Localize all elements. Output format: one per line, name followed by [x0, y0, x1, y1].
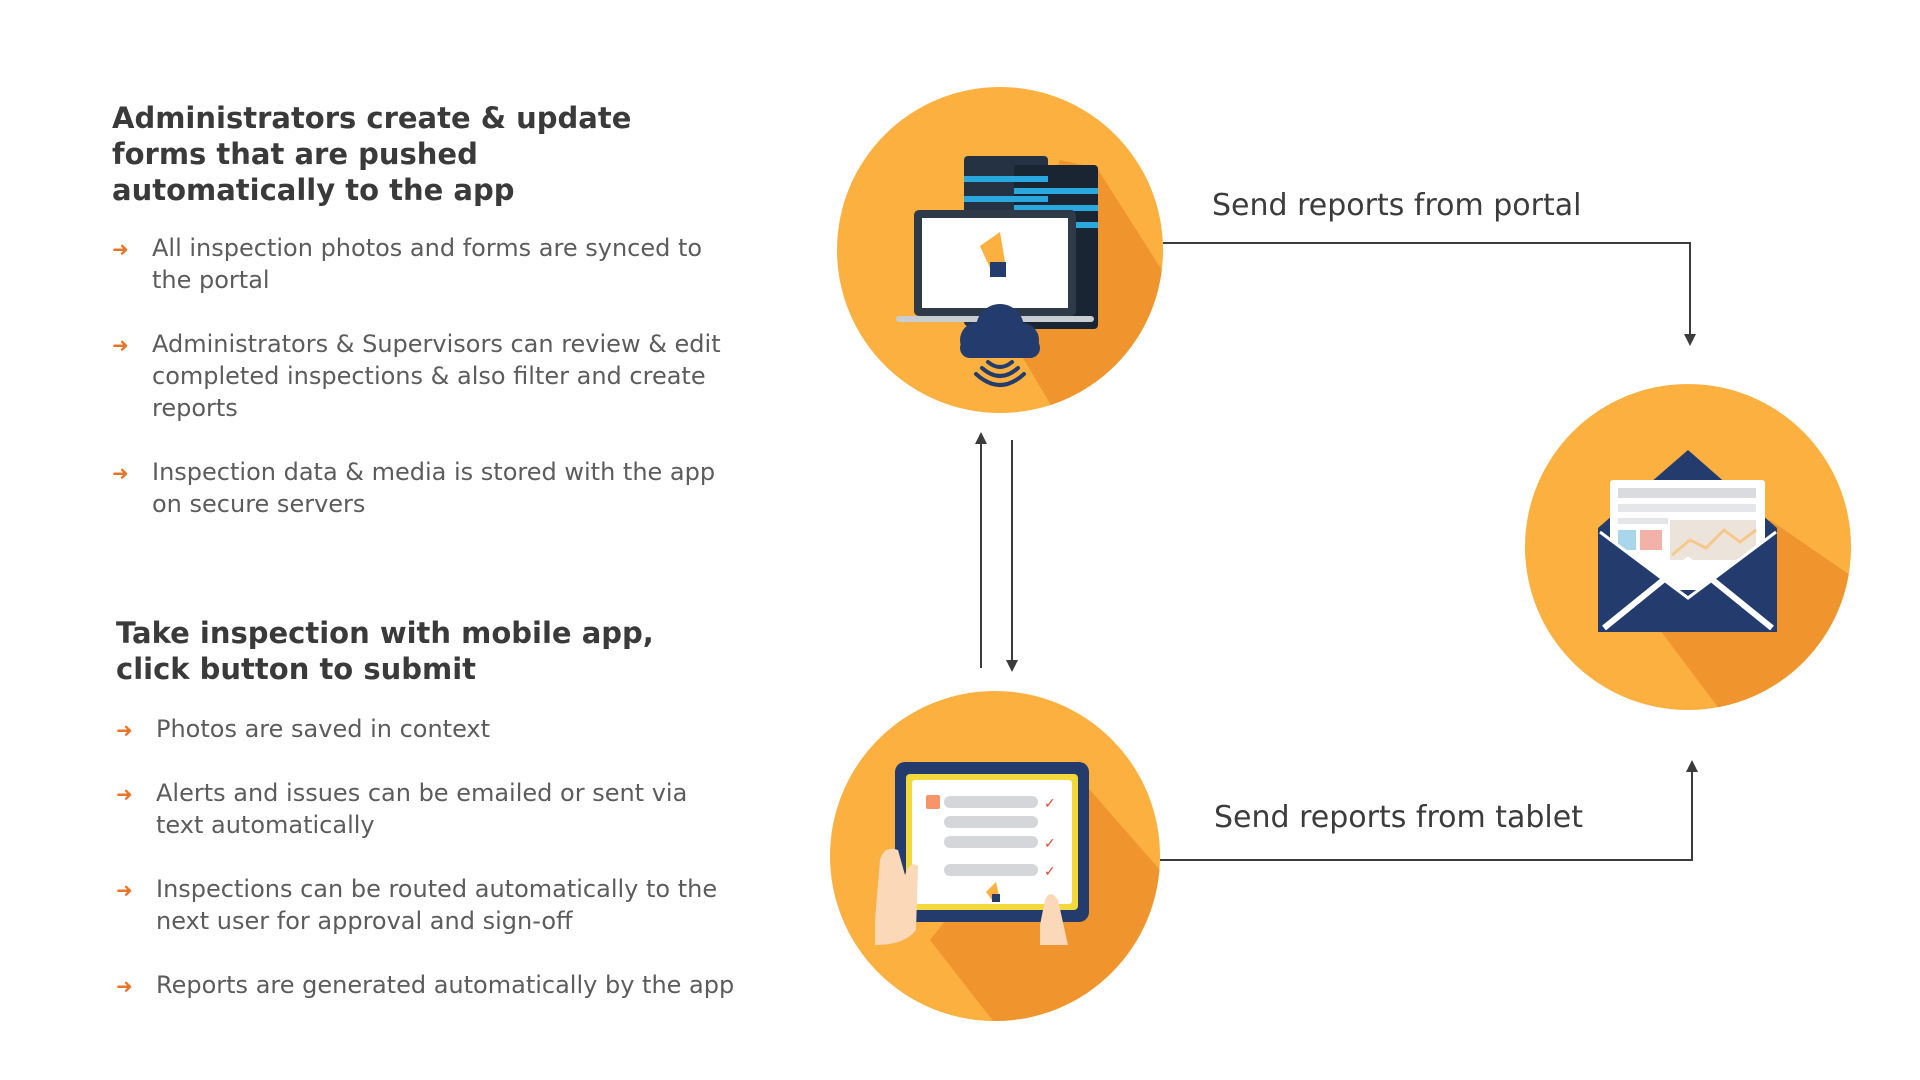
list-item: ➜ Photos are saved in context	[116, 713, 736, 745]
arrow-right-icon: ➜	[116, 718, 133, 742]
bullet-text: Inspection data & media is stored with t…	[152, 458, 716, 518]
list-item: ➜ All inspection photos and forms are sy…	[112, 232, 732, 296]
mobile-section: Take inspection with mobile app, click b…	[116, 615, 736, 1033]
mobile-title-line2: click button to submit	[116, 652, 477, 686]
svg-text:✓: ✓	[1044, 836, 1056, 852]
arrow-right-icon: ➜	[116, 974, 133, 998]
arrow-right-icon: ➜	[112, 237, 129, 261]
list-item: ➜ Reports are generated automatically by…	[116, 969, 736, 1001]
arrow-right-icon: ➜	[112, 461, 129, 485]
arrow-right-icon: ➜	[112, 333, 129, 357]
list-item: ➜ Alerts and issues can be emailed or se…	[116, 777, 736, 841]
admin-section: Administrators create & update forms tha…	[112, 100, 732, 552]
svg-text:✓: ✓	[1044, 796, 1056, 812]
list-item: ➜ Administrators & Supervisors can revie…	[112, 328, 732, 424]
tablet-checklist-icon: ✓ ✓ ✓	[830, 691, 1160, 1021]
portal-to-email-arrow	[1163, 242, 1696, 346]
open-envelope-report-icon	[1525, 384, 1851, 710]
tablet-to-email-arrow	[1160, 760, 1698, 861]
arrow-right-icon: ➜	[116, 878, 133, 902]
bullet-text: Alerts and issues can be emailed or sent…	[156, 779, 688, 839]
mobile-bullet-list: ➜ Photos are saved in context ➜ Alerts a…	[116, 713, 736, 1001]
tablet-send-label: Send reports from tablet	[1214, 800, 1583, 835]
list-item: ➜ Inspections can be routed automaticall…	[116, 873, 736, 937]
bullet-text: Reports are generated automatically by t…	[156, 971, 735, 999]
mobile-title-line1: Take inspection with mobile app,	[116, 616, 654, 650]
mobile-section-title: Take inspection with mobile app, click b…	[116, 615, 736, 687]
arrow-right-icon: ➜	[116, 782, 133, 806]
portal-send-label: Send reports from portal	[1212, 188, 1582, 223]
connector-lines	[975, 242, 1698, 861]
bullet-text: Administrators & Supervisors can review …	[152, 330, 721, 422]
admin-bullet-list: ➜ All inspection photos and forms are sy…	[112, 232, 732, 520]
list-item: ➜ Inspection data & media is stored with…	[112, 456, 732, 520]
bullet-text: Inspections can be routed automatically …	[156, 875, 718, 935]
bullet-text: All inspection photos and forms are sync…	[152, 234, 703, 294]
portal-laptop-servers-cloud-icon	[837, 87, 1163, 413]
svg-text:✓: ✓	[1044, 864, 1056, 880]
admin-section-title: Administrators create & update forms tha…	[112, 101, 632, 207]
bullet-text: Photos are saved in context	[156, 715, 491, 743]
